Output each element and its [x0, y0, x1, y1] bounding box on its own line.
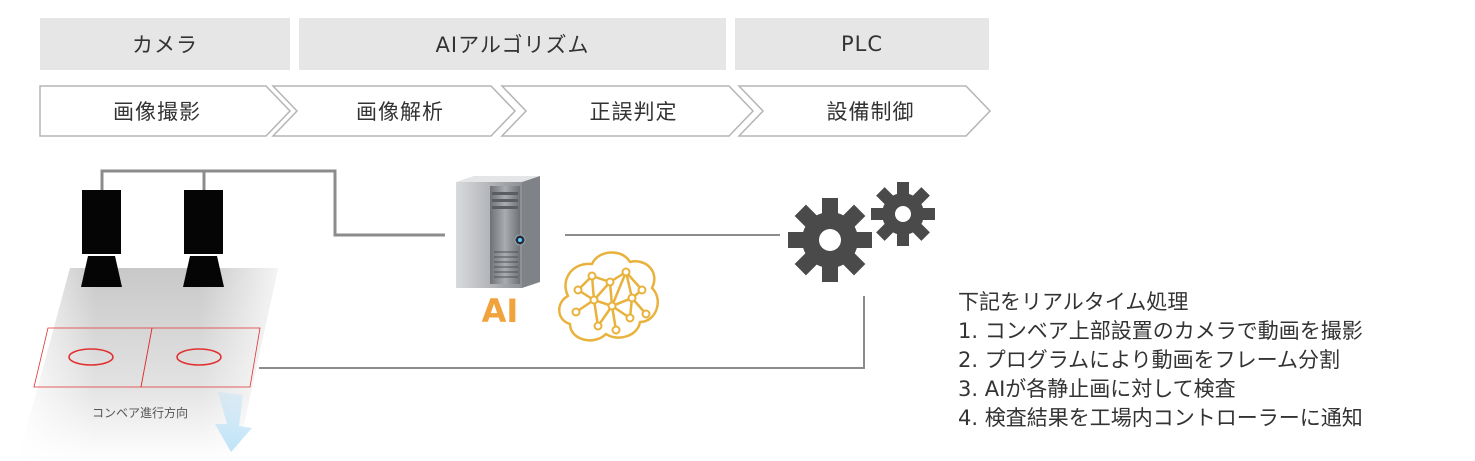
plc-to-conveyor-line [259, 296, 865, 369]
gears-icon [788, 182, 935, 282]
target-ellipse-right [176, 348, 222, 366]
step-label-judgement: 正誤判定 [589, 100, 678, 124]
camera-icon [183, 190, 224, 287]
connection-lines [100, 169, 865, 369]
step-chevron-control [737, 85, 992, 137]
category-ai-algorithm: AIアルゴリズム [299, 18, 726, 70]
conveyor [18, 268, 278, 461]
neural-brain-nodes [571, 267, 651, 335]
notes-item: 4. 検査結果を工場内コントローラーに通知 [958, 406, 1363, 430]
step-chevron-capture [39, 85, 292, 137]
notes-item: 3. AIが各静止画に対して検査 [958, 377, 1236, 401]
notes-title: 下記をリアルタイム処理 [958, 290, 1189, 314]
notes-item: 2. プログラムにより動画をフレーム分割 [958, 348, 1341, 372]
step-chevron-analysis [271, 85, 517, 137]
category-camera: カメラ [40, 18, 290, 70]
camera-to-server-line [204, 169, 445, 237]
process-notes: 下記をリアルタイム処理 1. コンベア上部設置のカメラで動画を撮影 2. プログ… [958, 288, 1363, 433]
step-chevron-judgement [500, 85, 755, 137]
notes-item: 1. コンベア上部設置のカメラで動画を撮影 [958, 319, 1363, 343]
server-tower-icon [456, 176, 540, 288]
target-ellipse-left [68, 348, 114, 366]
step-label-analysis: 画像解析 [356, 100, 444, 124]
camera-bus-line [100, 169, 206, 190]
step-label-capture: 画像撮影 [113, 100, 201, 124]
camera-icon [81, 190, 122, 287]
neural-brain-icon [558, 251, 659, 342]
step-label-control: 設備制御 [826, 100, 915, 124]
category-plc: PLC [735, 18, 989, 70]
ai-label: AI [481, 292, 519, 330]
conveyor-direction-label: コンベア進行方向 [92, 406, 189, 420]
conveyor-area-right [140, 327, 261, 388]
arrow-down-icon [215, 392, 252, 452]
